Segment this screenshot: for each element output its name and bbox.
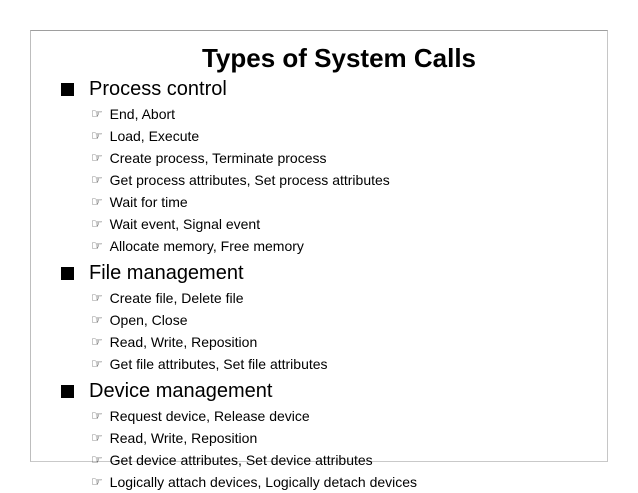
list-item-text: Create file, Delete file <box>109 290 244 306</box>
list-item-text: Request device, Release device <box>109 408 310 424</box>
section-items: ☞ Request device, Release device ☞ Read,… <box>31 406 607 493</box>
pointing-hand-icon: ☞ <box>91 151 103 166</box>
list-item: ☞ Get process attributes, Set process at… <box>91 170 607 192</box>
bullet-section: Process control ☞ End, Abort ☞ Load, Exe… <box>31 76 607 258</box>
list-item-text: Read, Write, Reposition <box>109 334 258 350</box>
list-item-text: Logically attach devices, Logically deta… <box>109 474 418 490</box>
list-item-text: Wait for time <box>109 194 188 210</box>
list-item-text: Get file attributes, Set file attributes <box>109 356 328 372</box>
pointing-hand-icon: ☞ <box>91 195 103 210</box>
list-item: ☞ Create process, Terminate process <box>91 148 607 170</box>
square-bullet-icon <box>61 266 74 280</box>
pointing-hand-icon: ☞ <box>91 173 103 188</box>
square-bullet-icon <box>61 384 74 398</box>
slide-title: Types of System Calls <box>201 43 477 73</box>
pointing-hand-icon: ☞ <box>91 453 103 468</box>
list-item: ☞ Create file, Delete file <box>91 288 607 310</box>
list-item: ☞ Load, Execute <box>91 126 607 148</box>
pointing-hand-icon: ☞ <box>91 431 103 446</box>
section-heading-text: Process control <box>89 78 227 100</box>
list-item-text: Wait event, Signal event <box>109 216 261 232</box>
list-item: ☞ Wait for time <box>91 192 607 214</box>
list-item-text: End, Abort <box>109 106 176 122</box>
section-heading: File management <box>61 260 607 286</box>
list-item: ☞ Allocate memory, Free memory <box>91 236 607 258</box>
pointing-hand-icon: ☞ <box>91 335 103 350</box>
list-item: ☞ Request device, Release device <box>91 406 607 428</box>
list-item-text: Create process, Terminate process <box>109 150 327 166</box>
list-item-text: Load, Execute <box>109 128 200 144</box>
section-heading-text: File management <box>89 262 244 284</box>
slide: Types of System Calls Process control ☞ … <box>30 30 608 490</box>
list-item: ☞ Get file attributes, Set file attribut… <box>91 354 607 376</box>
pointing-hand-icon: ☞ <box>91 107 103 122</box>
square-bullet-icon <box>61 82 74 96</box>
section-items: ☞ Create file, Delete file ☞ Open, Close… <box>31 288 607 376</box>
pointing-hand-icon: ☞ <box>91 129 103 144</box>
list-item-text: Allocate memory, Free memory <box>109 238 304 254</box>
list-item: ☞ Wait event, Signal event <box>91 214 607 236</box>
section-heading: Process control <box>61 76 607 102</box>
pointing-hand-icon: ☞ <box>91 239 103 254</box>
section-heading: Device management <box>61 378 607 404</box>
list-item: ☞ Logically attach devices, Logically de… <box>91 472 607 493</box>
list-item: ☞ Open, Close <box>91 310 607 332</box>
list-item-text: Get device attributes, Set device attrib… <box>109 452 373 468</box>
bullet-section: File management ☞ Create file, Delete fi… <box>31 260 607 376</box>
list-item: ☞ Read, Write, Reposition <box>91 332 607 354</box>
list-item: ☞ Get device attributes, Set device attr… <box>91 450 607 472</box>
bullet-section: Device management ☞ Request device, Rele… <box>31 378 607 493</box>
list-item-text: Open, Close <box>109 312 188 328</box>
slide-body: Process control ☞ End, Abort ☞ Load, Exe… <box>31 76 607 493</box>
list-item: ☞ End, Abort <box>91 104 607 126</box>
pointing-hand-icon: ☞ <box>91 217 103 232</box>
section-heading-text: Device management <box>89 380 273 402</box>
list-item: ☞ Read, Write, Reposition <box>91 428 607 450</box>
pointing-hand-icon: ☞ <box>91 357 103 372</box>
pointing-hand-icon: ☞ <box>91 313 103 328</box>
pointing-hand-icon: ☞ <box>91 409 103 424</box>
list-item-text: Get process attributes, Set process attr… <box>109 172 390 188</box>
pointing-hand-icon: ☞ <box>91 291 103 306</box>
section-items: ☞ End, Abort ☞ Load, Execute ☞ Create pr… <box>31 104 607 258</box>
pointing-hand-icon: ☞ <box>91 475 103 490</box>
list-item-text: Read, Write, Reposition <box>109 430 258 446</box>
